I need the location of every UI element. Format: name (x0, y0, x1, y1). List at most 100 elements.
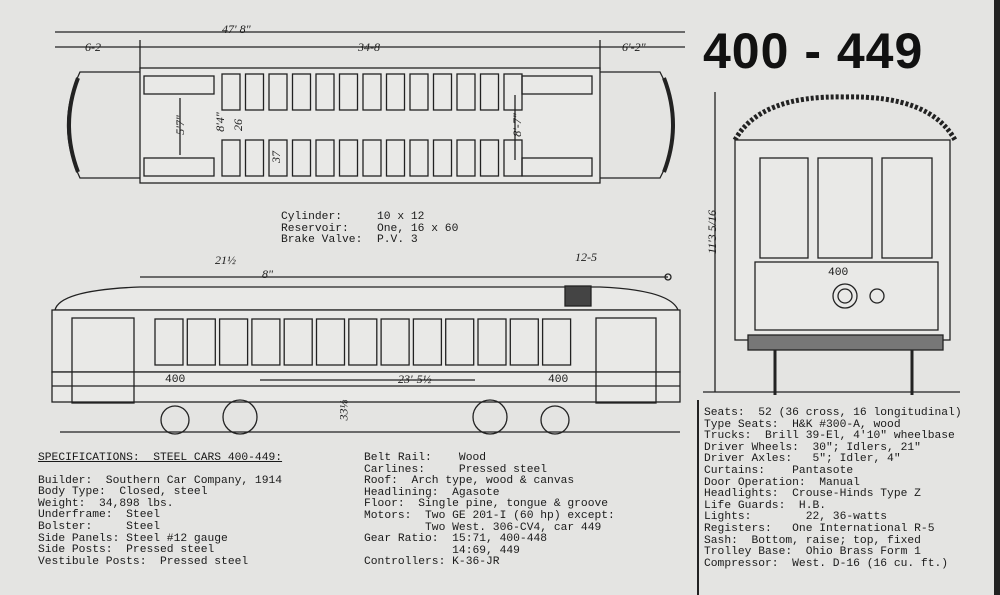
specs-column-1: SPECIFICATIONS: STEEL CARS 400-449:Build… (38, 452, 283, 568)
dim-seat: 37 (269, 151, 283, 163)
spec-line: Floor: Single pine, tongue & groove (364, 498, 609, 511)
spec-line: Headlining: Agasote (364, 486, 500, 499)
seat (409, 139, 429, 177)
window (477, 318, 507, 366)
brake-value: 10 x 12 (377, 211, 425, 223)
side-view (51, 273, 681, 435)
spec-line: Driver Axles: 5"; Idler, 4" (704, 453, 901, 466)
spec-line: Belt Rail: Wood (364, 452, 487, 464)
specs-column-3: Seats: 52 (36 cross, 16 longitudinal)Typ… (704, 407, 962, 570)
seat (503, 139, 523, 177)
seat (221, 139, 241, 177)
seat (338, 73, 359, 111)
brake-label: Cylinder: (281, 211, 343, 223)
seat (244, 73, 265, 111)
dim-trolley-base-offset: 21½ (215, 253, 236, 267)
window (541, 318, 572, 366)
seat (268, 73, 288, 111)
page-title: 400 - 449 (703, 23, 924, 79)
window (348, 318, 378, 366)
spec-line: Trucks: Brill 39-El, 4'10" wheelbase (704, 430, 955, 443)
seat (479, 73, 500, 111)
spec-line: Underframe: Steel (38, 509, 161, 522)
spec-line: Roof: Arch type, wood & canvas (364, 475, 575, 488)
seat (456, 73, 476, 111)
dim-floor-height: 33⅛ (336, 399, 351, 421)
spec-line: Compressor: West. D-16 (16 cu. ft.) (704, 557, 949, 570)
car-number-right: 400 (548, 374, 569, 386)
spec-line: Registers: One International R-5 (704, 522, 935, 535)
seat (291, 73, 312, 111)
window (218, 318, 249, 366)
seat (362, 139, 382, 177)
car-number-left: 400 (165, 374, 186, 386)
spec-line: Vestibule Posts: Pressed steel (38, 555, 249, 568)
brake-label: Reservoir: (281, 222, 349, 235)
spec-line: 14:69, 449 (364, 544, 520, 557)
spec-line: Trolley Base: Ohio Brass Form 1 (704, 546, 921, 559)
brake-value: P.V. 3 (377, 234, 418, 247)
spec-line: Carlines: Pressed steel (364, 463, 548, 476)
window (251, 318, 281, 366)
seat (268, 139, 288, 177)
spec-line: Driver Wheels: 30"; Idlers, 21" (704, 441, 921, 454)
brake-specs: Cylinder: 10 x 12 Reservoir: One, 16 x 60 Br… (281, 211, 459, 247)
seat (479, 139, 500, 177)
spec-line: Two West. 306-CV4, car 449 (364, 521, 602, 534)
dim-plan-width-b: 8'4" (212, 112, 227, 132)
spec-line: Life Guards: H.B. (704, 499, 827, 512)
seat (409, 73, 429, 111)
dim-aisle: 26 (231, 119, 245, 131)
specs-heading: SPECIFICATIONS: STEEL CARS 400-449: (38, 452, 283, 464)
seat (221, 73, 241, 111)
dim-end-height: 11'3 5/16 (705, 209, 720, 255)
seat (385, 73, 406, 111)
seat (385, 139, 406, 177)
dim-platform-right: 6'-2" (622, 40, 646, 54)
spec-line: Headlights: Crouse-Hinds Type Z (704, 488, 921, 501)
spec-line: Lights: 22, 36-watts (704, 511, 888, 524)
spec-line: Bolster: Steel (38, 520, 161, 533)
dim-overall-length: 47' 8" (222, 22, 251, 36)
window (315, 318, 346, 366)
seat (362, 73, 382, 111)
spec-line: Side Panels: Steel #12 gauge (38, 532, 228, 545)
seat (338, 139, 359, 177)
window (283, 318, 313, 366)
brake-label: Brake Valve: (281, 234, 363, 247)
brake-line: Cylinder: 10 x 12 (281, 211, 458, 224)
seat (244, 139, 265, 177)
spec-line: Curtains: Pantasote (704, 464, 854, 477)
window (186, 318, 216, 366)
dim-plan-width-a: 5'7" (172, 115, 187, 135)
spec-line: Body Type: Closed, steel (38, 486, 208, 499)
window (412, 318, 443, 366)
seat (432, 73, 453, 111)
seat (432, 139, 453, 177)
seat (503, 73, 523, 111)
dim-body-length: 34-8 (358, 40, 380, 54)
brake-value: One, 16 x 60 (377, 222, 459, 235)
dim-platform-left: 6-2 (85, 40, 101, 54)
dim-trolley-base-width: 8" (262, 267, 274, 281)
seat (291, 139, 312, 177)
spec-line: Motors: Two GE 201-I (60 hp) except: (364, 509, 615, 522)
spec-line: Controllers: K-36-JR (364, 556, 500, 569)
dim-trolley-pole: 12-5 (575, 250, 597, 264)
window (445, 318, 475, 366)
spec-line: Gear Ratio: 15:71, 400-448 (364, 533, 548, 546)
spec-line: Door Operation: Manual (704, 476, 860, 489)
spec-line: Weight: 34,898 lbs. (38, 497, 174, 510)
seat (456, 139, 476, 177)
spec-line: Seats: 52 (36 cross, 16 longitudinal) (704, 407, 962, 419)
spec-line: Sash: Bottom, raise; top, fixed (704, 534, 921, 547)
window (154, 318, 184, 366)
end-view (697, 92, 960, 595)
dim-plan-width-c: 8'-7" (509, 113, 524, 137)
dim-truck-centers: 23'-5½ (398, 372, 432, 386)
seat (315, 139, 335, 177)
window (380, 318, 410, 366)
